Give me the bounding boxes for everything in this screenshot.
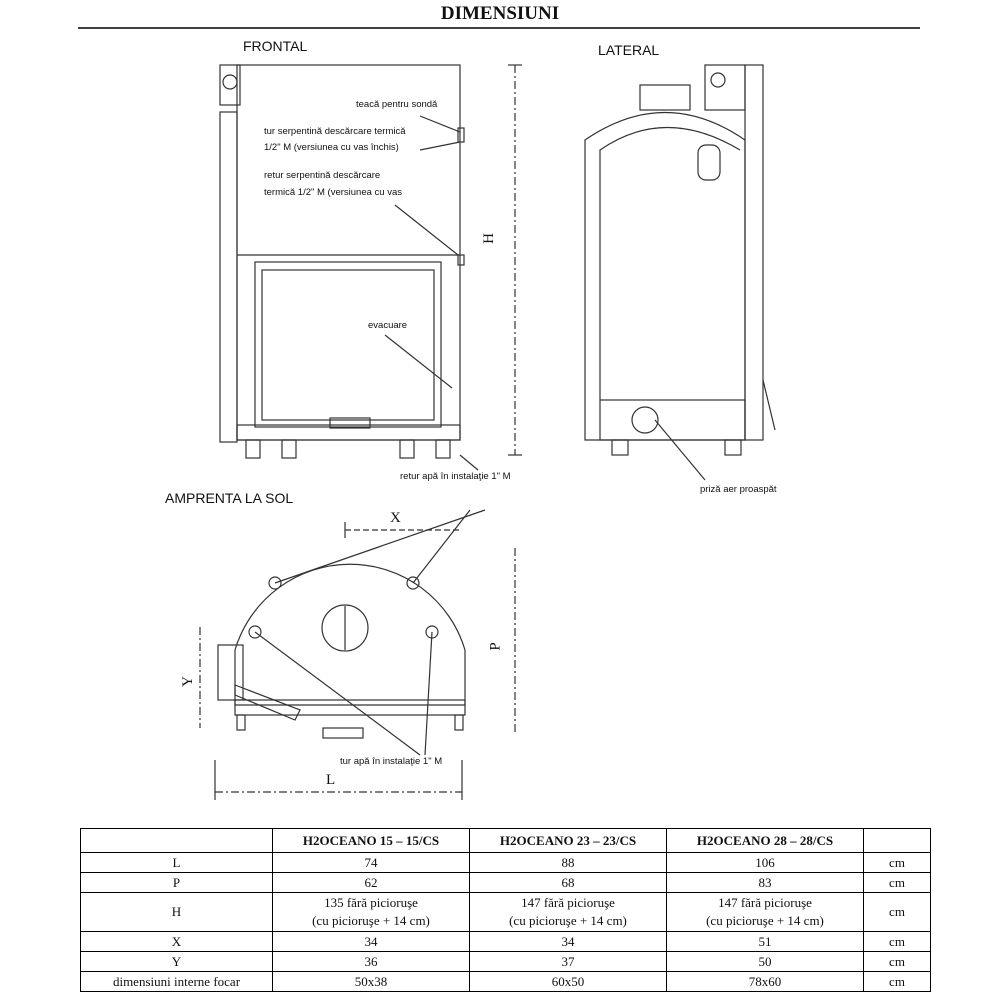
unit-cell: cm [863, 931, 931, 952]
dimension-label-p: P [487, 642, 504, 651]
table-header-cell [80, 828, 273, 853]
row-label: P [80, 872, 273, 893]
cell-line: (cu picioruşe + 14 cm) [312, 913, 430, 928]
table-row: H 135 fără picioruşe (cu picioruşe + 14 c… [80, 892, 931, 932]
lateral-view-drawing [584, 64, 776, 481]
dimension-label-y: Y [179, 676, 196, 687]
annotation-coil-flow-2: 1/2" M (versiunea cu vas închis) [264, 142, 399, 153]
unit-cell: cm [863, 852, 931, 873]
frontal-view-drawing [219, 64, 522, 471]
unit-cell: cm [863, 951, 931, 972]
dimension-label-x: X [390, 510, 401, 526]
unit-cell: cm [863, 872, 931, 893]
table-header-cell: H2OCEANO 15 – 15/CS [272, 828, 470, 853]
cell-line: (cu picioruşe + 14 cm) [509, 913, 627, 928]
cell-line: 147 fără picioruşe [521, 895, 615, 910]
annotation-coil-return-1: retur serpentină descărcare [264, 170, 381, 181]
page-title: DIMENSIUNI [440, 3, 560, 24]
cell: 78x60 [666, 971, 864, 992]
cell: 68 [469, 872, 667, 893]
cell: 106 [666, 852, 864, 873]
cell-line: 147 fără picioruşe [718, 895, 812, 910]
annotation-flow-water: tur apă în instalaţie 1" M [340, 756, 443, 767]
cell: 147 fără picioruşe (cu picioruşe + 14 cm) [469, 892, 667, 932]
section-label-frontal: FRONTAL [243, 38, 308, 54]
cell: 88 [469, 852, 667, 873]
table-header-row: H2OCEANO 15 – 15/CS H2OCEANO 23 – 23/CS … [80, 828, 931, 853]
cell: 60x50 [469, 971, 667, 992]
cell: 50x38 [272, 971, 470, 992]
row-label: dimensiuni interne focar [80, 971, 273, 992]
cell-line: (cu picioruşe + 14 cm) [706, 913, 824, 928]
cell: 34 [272, 931, 470, 952]
row-label: H [80, 892, 273, 932]
dimension-label-h: H [480, 233, 497, 244]
section-label-footprint: AMPRENTA LA SOL [165, 490, 294, 506]
annotation-fresh-air: priză aer proaspăt [700, 484, 777, 495]
annotation-coil-flow-1: tur serpentină descărcare termică [264, 126, 406, 137]
row-label: X [80, 931, 273, 952]
cell: 83 [666, 872, 864, 893]
cell-line: 135 fără picioruşe [324, 895, 418, 910]
cell: 74 [272, 852, 470, 873]
annotation-coil-return-2: termică 1/2" M (versiunea cu vas [264, 187, 403, 198]
row-label: L [80, 852, 273, 873]
table-header-cell [863, 828, 931, 853]
unit-cell: cm [863, 971, 931, 992]
cell: 51 [666, 931, 864, 952]
cell: 62 [272, 872, 470, 893]
dimension-label-l: L [326, 772, 336, 788]
table-header-cell: H2OCEANO 23 – 23/CS [469, 828, 667, 853]
cell: 37 [469, 951, 667, 972]
cell: 36 [272, 951, 470, 972]
annotation-drain: evacuare [368, 320, 408, 331]
cell: 34 [469, 931, 667, 952]
cell: 147 fără picioruşe (cu picioruşe + 14 cm) [666, 892, 864, 932]
table-header-cell: H2OCEANO 28 – 28/CS [666, 828, 864, 853]
unit-cell: cm [863, 892, 931, 932]
row-label: Y [80, 951, 273, 972]
cell: 135 fără picioruşe (cu picioruşe + 14 cm) [272, 892, 470, 932]
cell: 50 [666, 951, 864, 972]
section-label-lateral: LATERAL [598, 42, 660, 58]
footprint-drawing [199, 509, 516, 800]
dimensions-table: H2OCEANO 15 – 15/CS H2OCEANO 23 – 23/CS … [80, 828, 931, 992]
annotation-return-water: retur apă în instalaţie 1" M [400, 471, 511, 482]
annotation-probe-sleeve: teacă pentru sondă [356, 99, 438, 110]
